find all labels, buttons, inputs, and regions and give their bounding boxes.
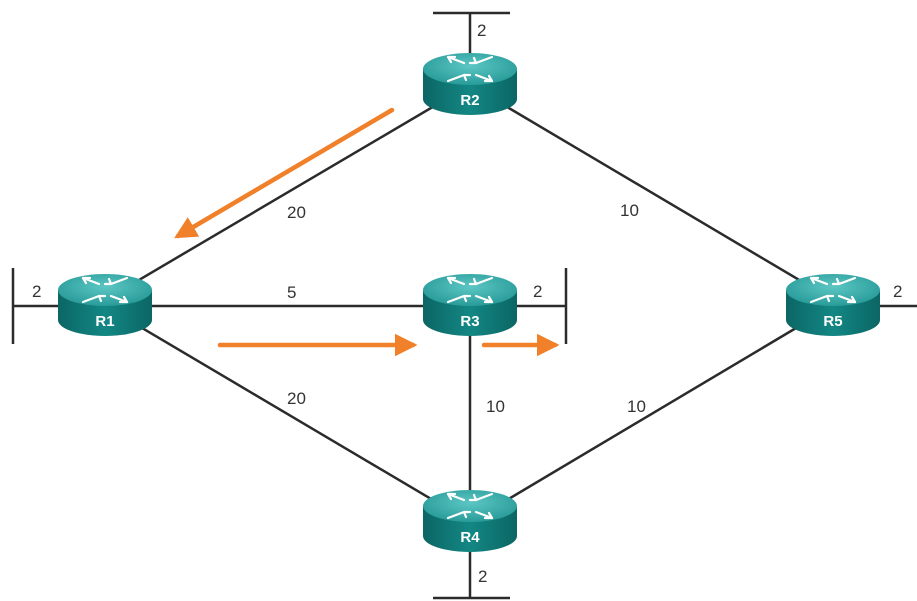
link-r2-r5 [469, 83, 834, 302]
link-r1-r4 [104, 304, 471, 524]
lan-segment-r2 [433, 11, 510, 55]
cost-label-r1-r2: 20 [287, 203, 306, 222]
cost-label-r2-r5: 10 [620, 201, 639, 220]
cost-label-r1-r3: 5 [287, 283, 296, 302]
lan-segment-r1 [11, 268, 60, 344]
router-r5-label: R5 [823, 313, 842, 330]
lan-segment-r4 [433, 548, 510, 600]
lan-cost-label-r1: 2 [32, 282, 41, 301]
lan-cost-label-r4: 2 [478, 567, 487, 586]
lan-cost-label-r3: 2 [533, 282, 542, 301]
link-r1-r2 [104, 83, 471, 302]
router-r3[interactable]: R3 [421, 272, 519, 338]
router-r1[interactable]: R1 [56, 272, 154, 338]
router-r4[interactable]: R4 [421, 488, 519, 554]
router-r2[interactable]: R2 [421, 51, 519, 117]
cost-label-r1-r4: 20 [287, 389, 306, 408]
cost-label-r4-r5: 10 [627, 397, 646, 416]
lan-cost-label-r2: 2 [477, 21, 486, 40]
path-arrow-r2-to-r1 [174, 107, 395, 239]
lan-cost-label-r5: 2 [893, 282, 902, 301]
router-r3-label: R3 [460, 313, 479, 330]
link-r4-r5 [469, 304, 834, 524]
lan-segment-r3 [515, 268, 568, 344]
router-r4-label: R4 [460, 529, 480, 546]
router-r5[interactable]: R5 [784, 272, 882, 338]
router-r1-label: R1 [95, 313, 114, 330]
cost-label-r3-r4: 10 [486, 397, 505, 416]
router-r2-label: R2 [460, 92, 479, 109]
